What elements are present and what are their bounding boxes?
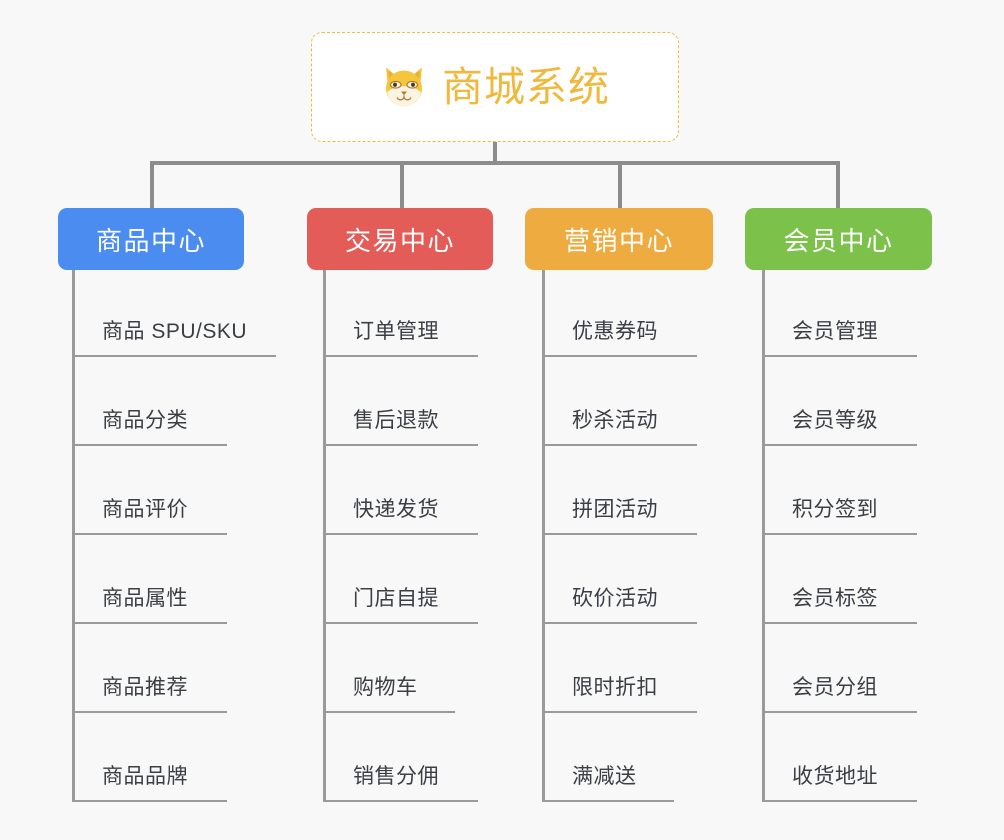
leaf-underline-4-6 bbox=[762, 800, 917, 802]
column-spine-3 bbox=[542, 270, 545, 802]
leaf-label: 会员分组 bbox=[792, 676, 878, 699]
leaf-underline-4-2 bbox=[762, 444, 917, 446]
leaf-underline-2-4 bbox=[323, 622, 478, 624]
leaf-item-4-1[interactable]: 会员管理 bbox=[762, 320, 878, 344]
leaf-underline-1-1 bbox=[72, 355, 276, 357]
column-spine-2 bbox=[323, 270, 326, 802]
leaf-label: 订单管理 bbox=[353, 320, 439, 343]
leaf-label: 快递发货 bbox=[353, 498, 439, 521]
connector-drop-col-3 bbox=[618, 161, 622, 209]
column-spine-1 bbox=[72, 270, 75, 802]
category-header-1[interactable]: 商品中心 bbox=[58, 208, 244, 270]
leaf-item-3-4[interactable]: 砍价活动 bbox=[542, 587, 658, 611]
leaf-item-1-6[interactable]: 商品品牌 bbox=[72, 765, 188, 789]
leaf-item-4-2[interactable]: 会员等级 bbox=[762, 409, 878, 433]
connector-horizontal-bus bbox=[150, 161, 840, 165]
leaf-label: 会员标签 bbox=[792, 587, 878, 610]
leaf-item-2-2[interactable]: 售后退款 bbox=[323, 409, 439, 433]
leaf-underline-4-4 bbox=[762, 622, 917, 624]
leaf-label: 会员等级 bbox=[792, 409, 878, 432]
leaf-label: 商品品牌 bbox=[102, 765, 188, 788]
leaf-item-2-6[interactable]: 销售分佣 bbox=[323, 765, 439, 789]
leaf-item-2-3[interactable]: 快递发货 bbox=[323, 498, 439, 522]
leaf-item-2-4[interactable]: 门店自提 bbox=[323, 587, 439, 611]
leaf-item-1-2[interactable]: 商品分类 bbox=[72, 409, 188, 433]
leaf-item-3-2[interactable]: 秒杀活动 bbox=[542, 409, 658, 433]
leaf-item-4-4[interactable]: 会员标签 bbox=[762, 587, 878, 611]
leaf-label: 限时折扣 bbox=[572, 676, 658, 699]
leaf-item-3-6[interactable]: 满减送 bbox=[542, 765, 637, 789]
leaf-item-2-5[interactable]: 购物车 bbox=[323, 676, 418, 700]
leaf-underline-2-6 bbox=[323, 800, 478, 802]
leaf-item-4-5[interactable]: 会员分组 bbox=[762, 676, 878, 700]
leaf-label: 销售分佣 bbox=[353, 765, 439, 788]
leaf-item-3-1[interactable]: 优惠券码 bbox=[542, 320, 658, 344]
leaf-label: 商品属性 bbox=[102, 587, 188, 610]
leaf-underline-3-4 bbox=[542, 622, 697, 624]
leaf-item-1-5[interactable]: 商品推荐 bbox=[72, 676, 188, 700]
connector-drop-col-2 bbox=[400, 161, 404, 209]
leaf-underline-3-2 bbox=[542, 444, 697, 446]
leaf-item-1-4[interactable]: 商品属性 bbox=[72, 587, 188, 611]
leaf-item-2-1[interactable]: 订单管理 bbox=[323, 320, 439, 344]
leaf-label: 购物车 bbox=[353, 676, 418, 699]
leaf-underline-1-5 bbox=[72, 711, 227, 713]
leaf-underline-3-5 bbox=[542, 711, 697, 713]
shiba-inu-dog-face-icon bbox=[386, 67, 422, 107]
leaf-label: 商品评价 bbox=[102, 498, 188, 521]
leaf-label: 售后退款 bbox=[353, 409, 439, 432]
leaf-label: 商品 SPU/SKU bbox=[102, 320, 248, 343]
leaf-underline-1-3 bbox=[72, 533, 227, 535]
leaf-label: 会员管理 bbox=[792, 320, 878, 343]
leaf-underline-3-3 bbox=[542, 533, 697, 535]
leaf-underline-2-1 bbox=[323, 355, 478, 357]
leaf-item-4-6[interactable]: 收货地址 bbox=[762, 765, 878, 789]
category-header-4[interactable]: 会员中心 bbox=[745, 208, 932, 270]
leaf-item-4-3[interactable]: 积分签到 bbox=[762, 498, 878, 522]
connector-root-stem bbox=[493, 142, 497, 165]
leaf-label: 秒杀活动 bbox=[572, 409, 658, 432]
leaf-underline-4-5 bbox=[762, 711, 917, 713]
root-title: 商城系统 bbox=[442, 63, 610, 110]
leaf-label: 商品推荐 bbox=[102, 676, 188, 699]
root-node-mall-system[interactable]: 商城系统 bbox=[311, 32, 679, 142]
leaf-underline-1-6 bbox=[72, 800, 227, 802]
leaf-underline-4-3 bbox=[762, 533, 917, 535]
leaf-item-3-3[interactable]: 拼团活动 bbox=[542, 498, 658, 522]
leaf-item-3-5[interactable]: 限时折扣 bbox=[542, 676, 658, 700]
leaf-label: 满减送 bbox=[572, 765, 637, 788]
leaf-underline-1-4 bbox=[72, 622, 227, 624]
leaf-item-1-3[interactable]: 商品评价 bbox=[72, 498, 188, 522]
leaf-underline-2-3 bbox=[323, 533, 478, 535]
category-header-3[interactable]: 营销中心 bbox=[525, 208, 713, 270]
connector-drop-col-4 bbox=[836, 161, 840, 209]
leaf-label: 商品分类 bbox=[102, 409, 188, 432]
leaf-label: 砍价活动 bbox=[572, 587, 658, 610]
leaf-underline-3-1 bbox=[542, 355, 697, 357]
leaf-label: 拼团活动 bbox=[572, 498, 658, 521]
leaf-underline-2-2 bbox=[323, 444, 478, 446]
leaf-underline-2-5 bbox=[323, 711, 455, 713]
leaf-label: 门店自提 bbox=[353, 587, 439, 610]
column-spine-4 bbox=[762, 270, 765, 802]
leaf-label: 优惠券码 bbox=[572, 320, 658, 343]
leaf-underline-1-2 bbox=[72, 444, 227, 446]
leaf-underline-4-1 bbox=[762, 355, 917, 357]
leaf-item-1-1[interactable]: 商品 SPU/SKU bbox=[72, 320, 247, 344]
leaf-label: 积分签到 bbox=[792, 498, 878, 521]
leaf-label: 收货地址 bbox=[792, 765, 878, 788]
category-header-2[interactable]: 交易中心 bbox=[307, 208, 493, 270]
leaf-underline-3-6 bbox=[542, 800, 674, 802]
connector-drop-col-1 bbox=[150, 161, 154, 209]
